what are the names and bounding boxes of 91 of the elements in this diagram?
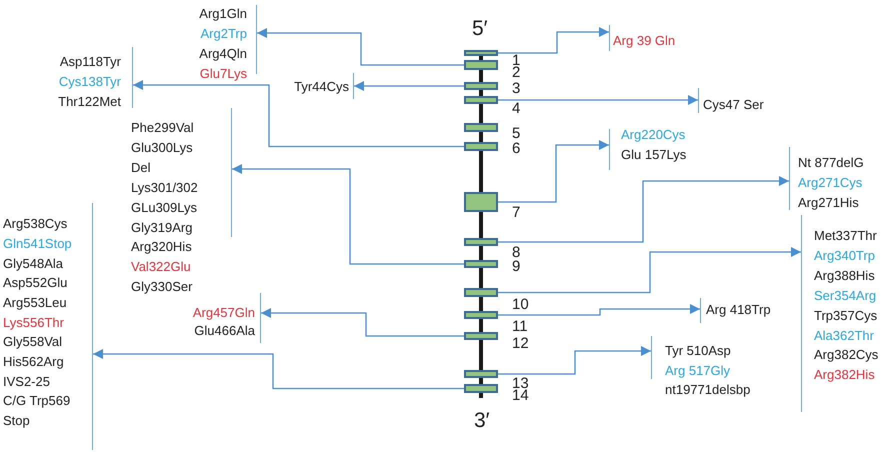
mutation-label: C/G Trp569 Stop	[3, 392, 72, 430]
exon-number: 8	[512, 245, 520, 260]
connector-arrow	[232, 164, 464, 265]
connector-arrow	[93, 349, 464, 390]
exon-number: 4	[512, 101, 520, 116]
exon-number: 7	[512, 205, 520, 220]
mutation-label: Trp357Cys	[814, 306, 878, 325]
mutation-label: Arg 418Trp	[706, 301, 772, 319]
exon-number: 11	[512, 319, 528, 334]
mutation-label: Arg4Qln	[199, 45, 247, 63]
strand-end-label: 5′	[472, 18, 488, 40]
mutation-label: Arg220Cys	[621, 126, 686, 144]
mutation-label: GLu309Lys	[131, 198, 198, 217]
exon-number: 1	[512, 53, 520, 68]
mutation-label: Arg 39 Gln	[613, 32, 676, 50]
mutation-label: Arg1Gln	[199, 5, 247, 23]
mutation-label: Arg271Cys	[798, 174, 864, 192]
mutation-label: Lys301/302	[131, 178, 199, 197]
mutation-label: Asp118Tyr	[58, 53, 121, 71]
mutation-label: Glu466Ala	[193, 322, 255, 340]
connector-arrow	[498, 140, 609, 203]
mutation-label: Arg340Trp	[814, 246, 876, 265]
exon-number: 6	[512, 141, 520, 156]
mutation-label: Lys556Thr	[3, 314, 65, 332]
mutation-label: Gly558Val	[3, 333, 64, 352]
mutation-label: Gly548Ala	[3, 254, 64, 273]
exon-box	[464, 384, 498, 393]
connector-arrow	[133, 80, 464, 148]
mutation-label: Glu7Lys	[199, 65, 247, 83]
mutation-label: Ser354Arg	[814, 286, 878, 305]
exon-number: 3	[512, 81, 520, 96]
exon-box	[464, 260, 498, 268]
mutation-label: Thr122Met	[58, 93, 121, 111]
mutation-label: Glu 157Lys	[621, 146, 688, 164]
mutation-label: Glu300Lys	[131, 138, 194, 157]
mutation-label: His562Arg	[3, 353, 65, 372]
mutation-label: Nt 877delG	[798, 154, 865, 172]
connector-arrow	[498, 346, 651, 375]
mutation-label: Arg320His	[131, 238, 193, 256]
exon-box	[464, 96, 498, 104]
exon-number: 14	[512, 388, 529, 403]
exon-box	[464, 332, 498, 340]
connector-arrow	[498, 304, 700, 316]
exon-box	[464, 82, 498, 90]
exon-box	[464, 288, 498, 297]
exon-number: 10	[512, 297, 529, 312]
mutation-label: Asp552Glu	[3, 274, 68, 292]
mutation-label: Arg382Cys	[814, 346, 880, 364]
exon-box	[464, 238, 498, 246]
mutation-label: Ala362Thr	[814, 326, 875, 345]
mutation-label: Val322Glu	[131, 258, 192, 276]
mutation-label: Arg388His	[814, 266, 876, 285]
mutation-label: Arg457Gln	[192, 304, 255, 322]
exon-box	[464, 60, 498, 70]
exon-box	[464, 142, 498, 151]
exon-number: 5	[512, 126, 520, 141]
connector-arrow	[498, 95, 698, 105]
exon-box	[464, 311, 498, 319]
mutation-label: Cys47 Ser	[703, 96, 765, 114]
mutation-label: Gly330Ser	[131, 278, 194, 296]
mutation-label: Phe299Val	[131, 119, 195, 138]
strand-end-label: 3′	[474, 410, 490, 432]
connector-arrow	[261, 308, 464, 337]
mutation-label: IVS2-25	[3, 372, 51, 391]
mutation-label: Tyr44Cys	[294, 78, 349, 96]
exon-number: 2	[512, 65, 520, 80]
mutation-label: Gln541Stop	[3, 234, 73, 253]
mutation-label: Arg2Trp	[200, 25, 247, 43]
exon-number: 13	[512, 376, 529, 391]
exon-number: 12	[512, 336, 529, 351]
connector-arrow	[498, 176, 789, 243]
exon-box	[464, 370, 498, 378]
mutation-label: Arg538Cys	[3, 215, 68, 234]
mutation-label: Met337Thr	[814, 227, 878, 246]
exon-number: 9	[512, 259, 520, 274]
mutation-label: Arg382His	[814, 366, 876, 384]
connector-arrow	[498, 247, 801, 294]
exon-box	[464, 50, 498, 56]
connector-arrow	[257, 28, 464, 66]
mutation-label: Arg 517Gly	[665, 362, 730, 378]
exon-box	[464, 123, 498, 132]
mutation-label: nt19771delsbp	[665, 381, 752, 400]
mutation-label: Arg271His	[798, 194, 860, 212]
mutation-label: Tyr 510Asp	[665, 343, 731, 358]
mutation-label: Del	[131, 158, 152, 177]
connector-arrow	[354, 81, 464, 91]
mutation-label: Arg553Leu	[3, 294, 68, 312]
connector-arrow	[498, 27, 609, 54]
exon-box	[464, 192, 498, 212]
mutation-label: Cys138Tyr	[58, 73, 121, 91]
mutation-label: Gly319Arg	[131, 218, 194, 237]
